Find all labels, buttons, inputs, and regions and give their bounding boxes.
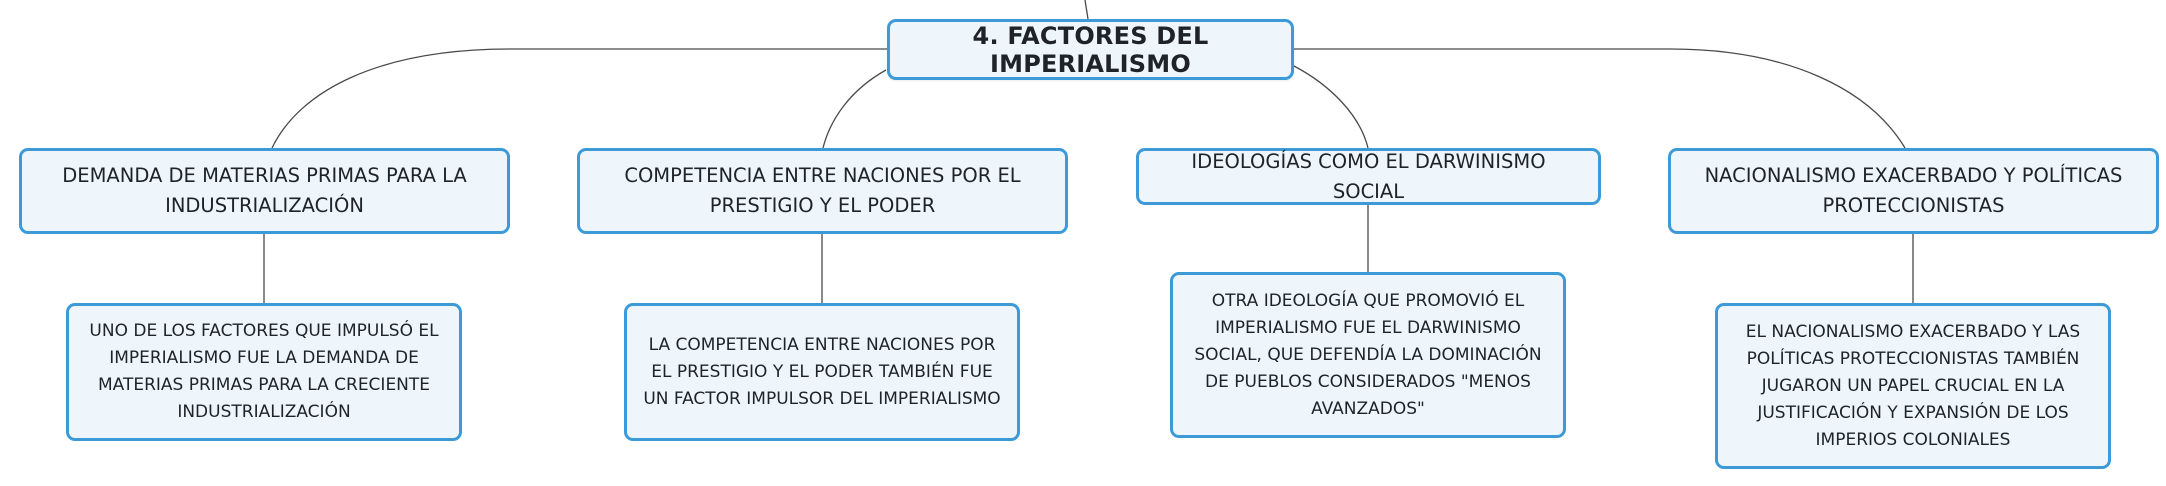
detail-topic-text: EL NACIONALISMO EXACERBADO Y LAS POLÍTIC… bbox=[1745, 321, 2081, 450]
detail-topic-nacionalismo[interactable]: EL NACIONALISMO EXACERBADO Y LAS POLÍTIC… bbox=[1715, 303, 2111, 469]
connector-root-branch-2 bbox=[822, 69, 887, 149]
branch-topic-label: IDEOLOGÍAS COMO EL DARWINISMO SOCIAL bbox=[1191, 149, 1546, 203]
branch-topic-nacionalismo[interactable]: NACIONALISMO EXACERBADO Y POLÍTICAS PROT… bbox=[1668, 148, 2159, 234]
branch-topic-label: NACIONALISMO EXACERBADO Y POLÍTICAS PROT… bbox=[1704, 164, 2123, 217]
connector-root-branch-3 bbox=[1293, 65, 1369, 149]
connector-root-branch-4 bbox=[1294, 48, 1906, 149]
branch-topic-materias-primas[interactable]: DEMANDA DE MATERIAS PRIMAS PARA LA INDUS… bbox=[19, 148, 510, 234]
branch-topic-competencia[interactable]: COMPETENCIA ENTRE NACIONES POR EL PRESTI… bbox=[577, 148, 1068, 234]
branch-topic-ideologias[interactable]: IDEOLOGÍAS COMO EL DARWINISMO SOCIAL bbox=[1136, 148, 1601, 205]
detail-topic-ideologias[interactable]: OTRA IDEOLOGÍA QUE PROMOVIÓ EL IMPERIALI… bbox=[1170, 272, 1566, 438]
detail-topic-text: OTRA IDEOLOGÍA QUE PROMOVIÓ EL IMPERIALI… bbox=[1194, 290, 1542, 419]
detail-topic-competencia[interactable]: LA COMPETENCIA ENTRE NACIONES POR EL PRE… bbox=[624, 303, 1020, 441]
root-topic[interactable]: 4. FACTORES DEL IMPERIALISMO bbox=[887, 19, 1294, 80]
branch-topic-label: DEMANDA DE MATERIAS PRIMAS PARA LA INDUS… bbox=[62, 164, 467, 217]
connector-root-branch-1 bbox=[271, 48, 887, 149]
detail-topic-materias-primas[interactable]: UNO DE LOS FACTORES QUE IMPULSÓ EL IMPER… bbox=[66, 303, 462, 441]
branch-topic-label: COMPETENCIA ENTRE NACIONES POR EL PRESTI… bbox=[624, 164, 1021, 217]
detail-topic-text: UNO DE LOS FACTORES QUE IMPULSÓ EL IMPER… bbox=[89, 321, 439, 422]
root-topic-title: 4. FACTORES DEL IMPERIALISMO bbox=[972, 21, 1209, 78]
connector-parent-root bbox=[1084, 0, 1089, 20]
detail-topic-text: LA COMPETENCIA ENTRE NACIONES POR EL PRE… bbox=[643, 334, 1001, 409]
